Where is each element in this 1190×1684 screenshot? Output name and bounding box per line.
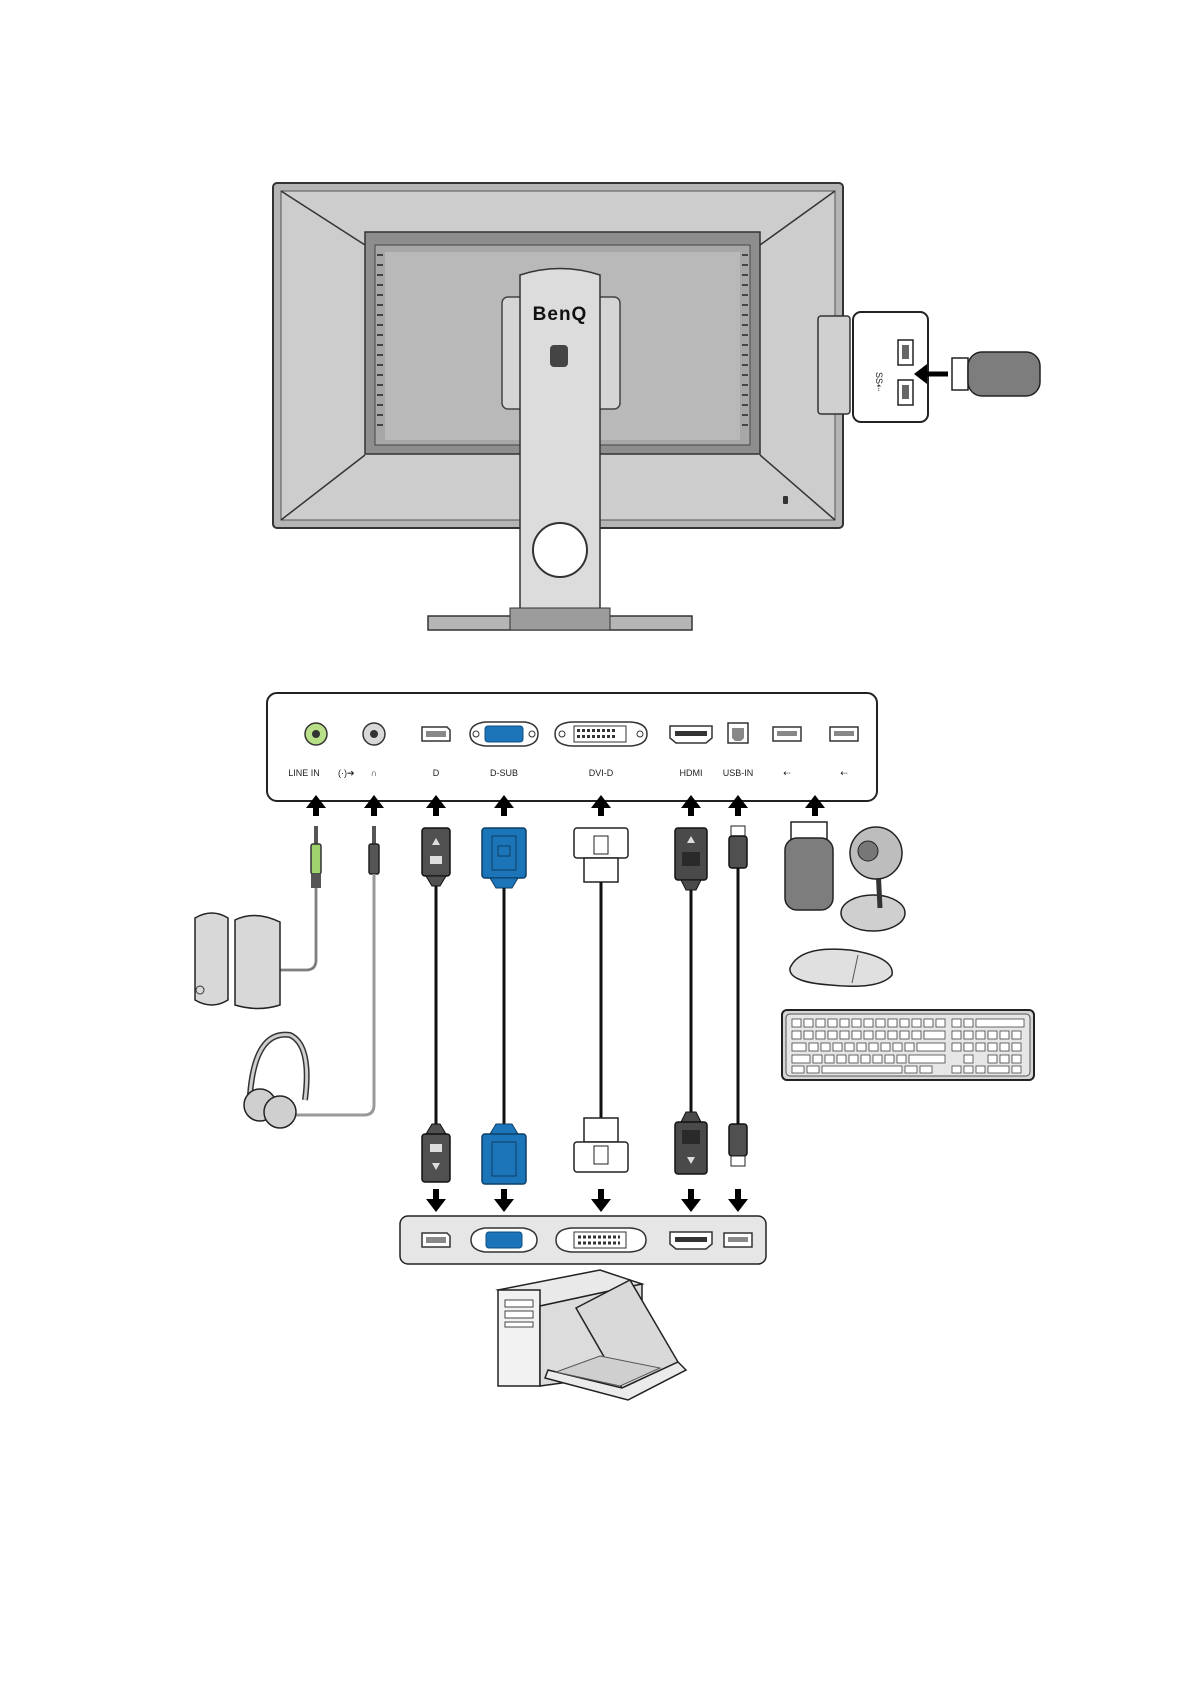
- lock-icon: [783, 496, 788, 504]
- usb-flash-drive-icon: [952, 352, 1040, 396]
- pc-displayport-port[interactable]: [422, 1233, 450, 1247]
- headphone-icon: ∩: [371, 768, 377, 778]
- dvi-d-cable: [574, 828, 628, 1172]
- headphone-port[interactable]: [363, 723, 385, 745]
- pc-dvi-d-port[interactable]: [556, 1228, 646, 1252]
- d-sub-label: D-SUB: [490, 768, 518, 778]
- usb-in-label: USB-IN: [723, 768, 754, 778]
- usb-down-port-1[interactable]: [773, 727, 801, 741]
- line-in-port[interactable]: [305, 723, 327, 745]
- displayport-port[interactable]: [422, 727, 450, 741]
- hdmi-label: HDMI: [680, 768, 703, 778]
- pc-d-sub-port[interactable]: [471, 1228, 537, 1252]
- line-in-cable: [280, 826, 321, 970]
- dvi-d-port[interactable]: [555, 722, 647, 746]
- d-sub-port[interactable]: [470, 722, 538, 746]
- usb-flash-drive-icon: [785, 822, 833, 910]
- hdmi-port[interactable]: [670, 726, 712, 743]
- usb-in-port[interactable]: [728, 723, 748, 743]
- mouse-icon: [790, 949, 892, 986]
- keyboard-icon: [782, 1010, 1034, 1080]
- webcam-icon: [841, 827, 905, 931]
- usb-down-port-2[interactable]: [830, 727, 858, 741]
- computer-port-panel: [400, 1216, 766, 1264]
- usb-icon: ⇠: [783, 768, 791, 778]
- usb-icon: ⇠: [840, 768, 848, 778]
- speakers-icon: [195, 913, 280, 1009]
- audio-in-icon: (·)➔: [338, 768, 355, 778]
- displayport-cable: [422, 828, 450, 1182]
- usb-cable: [729, 826, 747, 1166]
- hdmi-cable: [675, 828, 707, 1174]
- downward-arrows: [426, 1189, 748, 1212]
- displayport-icon: D: [433, 768, 440, 778]
- line-in-label: LINE IN: [288, 768, 320, 778]
- d-sub-cable: [482, 828, 526, 1184]
- pc-usb-port[interactable]: [724, 1233, 752, 1247]
- usb-superspeed-icon: SS⇠: [874, 372, 884, 392]
- dvi-d-label: DVI-D: [589, 768, 614, 778]
- pc-hdmi-port[interactable]: [670, 1232, 712, 1249]
- io-panel: LINE IN (·)➔ ∩ D D-SUB DVI-D HDMI USB-IN…: [267, 693, 877, 801]
- side-usb-callout: SS⇠: [853, 312, 1040, 422]
- brand-logo: BenQ: [533, 304, 588, 325]
